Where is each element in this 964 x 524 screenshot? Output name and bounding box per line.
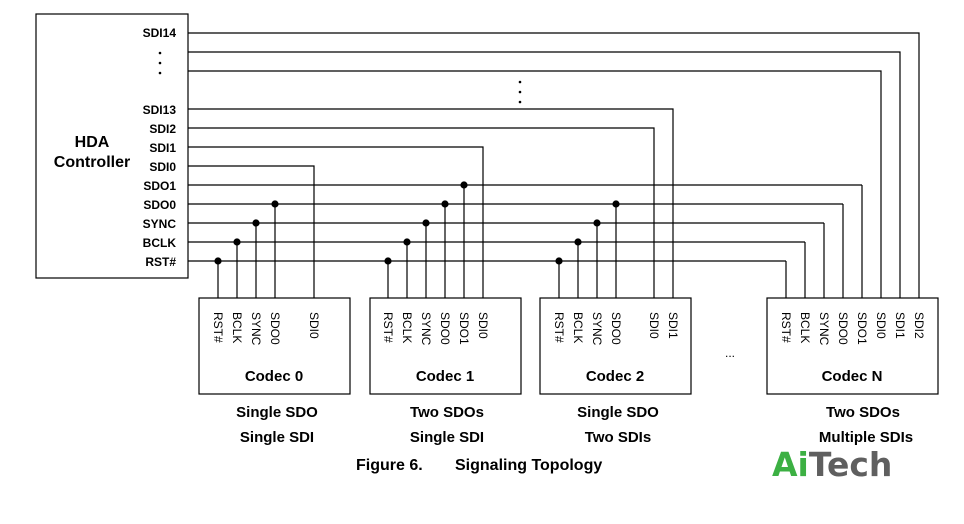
codec-2-caption-line1: Single SDO — [577, 404, 659, 421]
codec-2-caption-line2: Two SDIs — [585, 429, 651, 446]
junction-dot-codec0-sync — [252, 219, 260, 227]
codec-0-caption-line1: Single SDO — [236, 404, 318, 421]
junction-dot-codec0-bclk — [233, 238, 241, 246]
codec-1-caption-line2: Single SDI — [410, 429, 484, 446]
wire-sdi0-codec0 — [188, 165, 315, 298]
signal-label-rst: RST# — [145, 255, 176, 269]
codec-pin-labels: RST# BCLK SYNC SDO0 SDI0 RST# BCLK SYNC SDO0 SDO1… — [211, 312, 926, 346]
signal-label-sdi2: SDI2 — [149, 122, 176, 136]
wire-sdi13-codec2 — [188, 108, 674, 298]
codec-ellipsis: ... — [725, 346, 735, 360]
vertical-ellipsis-bus — [518, 80, 522, 104]
codec-n-caption-line2: Multiple SDIs — [819, 429, 913, 446]
codec-3-pin-label: SDO0 — [836, 312, 850, 345]
codec-3-pin-label: BCLK — [798, 312, 812, 343]
wire-sdi2-codec2 — [188, 127, 655, 298]
codec-1-pin-label: SYNC — [419, 312, 433, 346]
signal-label-sdi13: SDI13 — [143, 103, 177, 117]
wire-sdi14-codecn — [188, 32, 920, 298]
codec-0-pin-label: SYNC — [249, 312, 263, 346]
codec-1-name: Codec 1 — [416, 368, 474, 385]
codec-0-pin-label: SDO0 — [268, 312, 282, 345]
hda-controller-box — [35, 13, 189, 279]
codec-0-box — [198, 297, 351, 395]
signal-label-sync: SYNC — [143, 217, 177, 231]
junction-dot-codec1-rst — [384, 257, 392, 265]
junction-dot-codec2-sdo0 — [612, 200, 620, 208]
codec-2-pin-label: SDO0 — [609, 312, 623, 345]
codec-1-caption-line1: Two SDOs — [410, 404, 484, 421]
codec-0-pin-label: RST# — [211, 312, 225, 343]
codec-2-pin-label: RST# — [552, 312, 566, 343]
junction-dot-codec1-sync — [422, 219, 430, 227]
junction-dot-codec2-bclk — [574, 238, 582, 246]
codec-3-pin-label: SDI2 — [912, 312, 926, 339]
codec-1-box — [369, 297, 522, 395]
codec-2-pin-label: SDI0 — [647, 312, 661, 339]
signal-label-sdo1: SDO1 — [143, 179, 176, 193]
codec-2-pin-label: BCLK — [571, 312, 585, 343]
codec-0-pin-label: SDI0 — [307, 312, 321, 339]
junction-dot-codec1-sdo0 — [441, 200, 449, 208]
codec-1-pin-label: SDO0 — [438, 312, 452, 345]
logo-ai-text: Ai — [772, 445, 809, 484]
signal-label-sdi0: SDI0 — [149, 160, 176, 174]
logo-tech-text: Tech — [809, 445, 893, 484]
figure-number: Figure 6. — [356, 457, 423, 474]
figure-title: Signaling Topology — [455, 457, 602, 474]
junction-dot-codec2-sync — [593, 219, 601, 227]
junction-dot-codec0-sdo0 — [271, 200, 279, 208]
junction-dot-codec2-rst — [555, 257, 563, 265]
codec-n-name: Codec N — [822, 368, 883, 385]
codec-1-pin-label: BCLK — [400, 312, 414, 343]
wire-sdi-codecn-0 — [188, 70, 882, 298]
codec-1-pin-label: SDO1 — [457, 312, 471, 345]
signal-label-bclk: BCLK — [143, 236, 177, 250]
wire-sdi-codecn-1 — [188, 51, 901, 298]
codec-0-caption-line2: Single SDI — [240, 429, 314, 446]
codec-1-pin-label: RST# — [381, 312, 395, 343]
wires — [188, 32, 920, 298]
signal-label-sdi1: SDI1 — [149, 141, 176, 155]
codec-3-pin-label: SDO1 — [855, 312, 869, 345]
codec-1-pin-label: SDI0 — [476, 312, 490, 339]
signal-label-sdo0: SDO0 — [143, 198, 176, 212]
codec-2-box — [539, 297, 692, 395]
codec-2-name: Codec 2 — [586, 368, 644, 385]
codec-3-pin-label: SDI1 — [893, 312, 907, 339]
codec-3-pin-label: RST# — [779, 312, 793, 343]
wire-sdi1-codec1 — [188, 146, 484, 298]
junction-dot-codec1-bclk — [403, 238, 411, 246]
junction-dot-codec1-sdo1 — [460, 181, 468, 189]
junction-dots — [214, 181, 620, 265]
signal-label-sdi14: SDI14 — [143, 26, 177, 40]
aitech-logo: AiTech — [772, 445, 892, 484]
controller-title-line2: Controller — [54, 154, 130, 171]
controller-title-line1: HDA — [75, 134, 110, 151]
codec-3-pin-label: SDI0 — [874, 312, 888, 339]
codec-3-pin-label: SYNC — [817, 312, 831, 346]
vertical-ellipsis-controller — [158, 51, 162, 75]
junction-dot-codec0-rst — [214, 257, 222, 265]
codec-n-box — [766, 297, 939, 395]
codec-2-pin-label: SYNC — [590, 312, 604, 346]
codec-0-name: Codec 0 — [245, 368, 303, 385]
codec-n-caption-line1: Two SDOs — [826, 404, 900, 421]
codec-2-pin-label: SDI1 — [666, 312, 680, 339]
codec-0-pin-label: BCLK — [230, 312, 244, 343]
